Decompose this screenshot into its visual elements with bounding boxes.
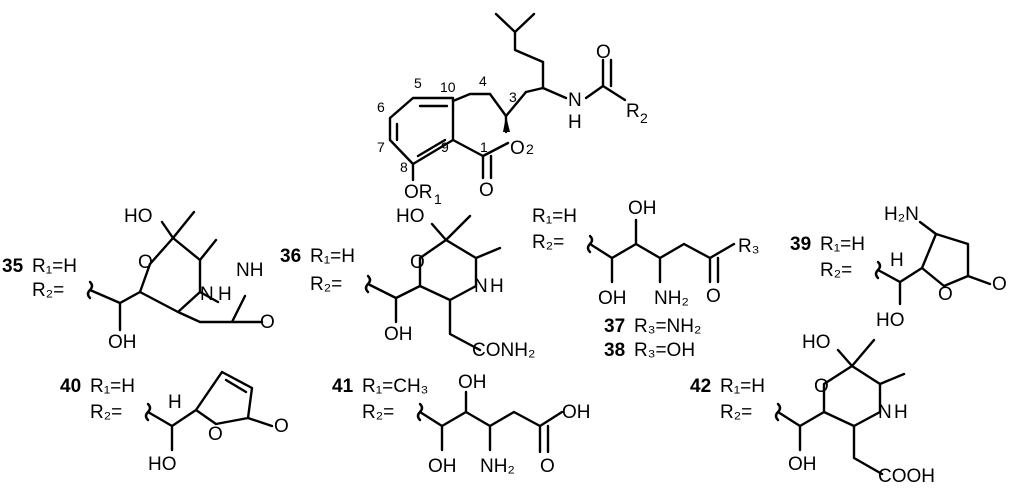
label-ring-o: O [410,252,425,273]
r2-label: R₂= [532,232,564,253]
pos-8: 8 [400,159,408,175]
pos-4: 4 [479,73,487,89]
core-nh-h: H [568,112,582,133]
label-ho: HO [396,206,425,227]
core-carbonyl-o: O [596,42,611,63]
label-oh-acid: OH [562,402,591,423]
compound-42: 42 R₁=H R₂= HO O N H OH COOH [690,332,935,487]
label-oh: OH [108,332,137,353]
label-o: O [260,312,275,333]
core-or1-sub: 1 [434,191,442,207]
label-oh-bottom: OH [428,456,457,477]
label-oh-bottom: OH [598,288,627,309]
pos-6: 6 [377,99,385,115]
label-cooh: COOH [878,466,935,487]
label-oh: OH [788,454,817,475]
compound-40: 40 R₁=H R₂= H O O HO [60,370,289,475]
r1-label: R₁=H [532,206,577,227]
label-ho: HO [148,454,177,475]
core-r2: R [626,101,640,122]
compound-41: 41 R₁=CH₃ R₂= OH OH O OH NH₂ [332,372,591,477]
compound-id: 35 [2,256,24,277]
compound-id: 41 [332,376,354,397]
label-h: H [168,392,182,413]
label-oh-top: OH [458,372,487,393]
r3-38: R₃=OH [634,340,695,361]
r1-label: R₁=CH₃ [362,376,428,397]
core-r2-sub: 2 [640,110,648,126]
pos-9: 9 [441,139,449,155]
r1-label: R₁=H [32,256,77,277]
pos-10: 10 [440,79,456,95]
label-h: H [218,284,232,305]
compound-35: 35 R₁=H R₂= HO O NH N H O OH [2,206,275,353]
label-ho: HO [802,332,831,353]
compound-37-38: R₁=H R₂= OH R₃ O OH NH₂ 37 R₃=NH₂ 38 R₃=… [532,198,759,361]
label-ring-o: O [938,284,953,305]
r1-label: R₁=H [90,376,135,397]
label-r3: R₃ [738,236,759,257]
label-n: N [474,276,488,297]
label-ho: HO [124,206,153,227]
core-ring-o-num: 2 [526,141,534,157]
label-ring-o: O [138,252,153,273]
r2-label: R₂= [90,402,122,423]
label-ring-o: O [814,376,829,397]
core-structure: O N H R 2 O 2 O OR 1 1 3 4 5 6 7 8 9 10 [377,12,648,207]
compound-39: 39 R₁=H R₂= H₂N H O O HO [790,204,1007,331]
pos-1: 1 [480,139,488,155]
compound-id-37: 37 [604,316,625,337]
compound-id: 42 [690,376,711,397]
r1-label: R₁=H [310,246,355,267]
r2-label: R₂= [32,280,64,301]
r2-label: R₂= [362,402,394,423]
label-nh2: NH₂ [480,456,515,477]
pos-5: 5 [414,75,422,91]
compound-id-38: 38 [604,340,625,361]
compound-36: 36 R₁=H R₂= HO O N H OH CONH₂ [280,206,535,361]
r2-label: R₂= [720,402,752,423]
r2-label: R₂= [820,260,852,281]
label-h: H [490,276,504,297]
core-or1: OR [404,182,433,203]
label-n: N [878,402,892,423]
label-nh2: NH₂ [654,288,689,309]
compound-id: 40 [60,376,81,397]
core-ring-o: O [510,138,525,159]
label-o: O [274,416,289,437]
label-oh-top: OH [628,198,657,219]
label-nh: NH [236,260,263,281]
label-ring-o: O [208,424,223,445]
label-ho: HO [876,310,905,331]
label-h: H [890,250,904,271]
r3-37: R₃=NH₂ [634,316,701,337]
label-h: H [894,402,908,423]
core-lactone-o: O [479,180,494,201]
label-o: O [706,286,721,307]
pos-7: 7 [377,139,385,155]
label-h2n: H₂N [884,204,919,225]
r2-label: R₂= [310,274,342,295]
label-conh2: CONH₂ [472,340,535,361]
label-o: O [992,274,1007,295]
compound-id: 39 [790,234,811,255]
r1-label: R₁=H [720,376,765,397]
compound-id: 36 [280,246,301,267]
core-nh-n: N [568,90,582,111]
label-n: N [200,284,214,305]
label-o: O [540,456,555,477]
r1-label: R₁=H [820,234,865,255]
pos-3: 3 [509,89,517,105]
label-oh: OH [384,324,413,345]
